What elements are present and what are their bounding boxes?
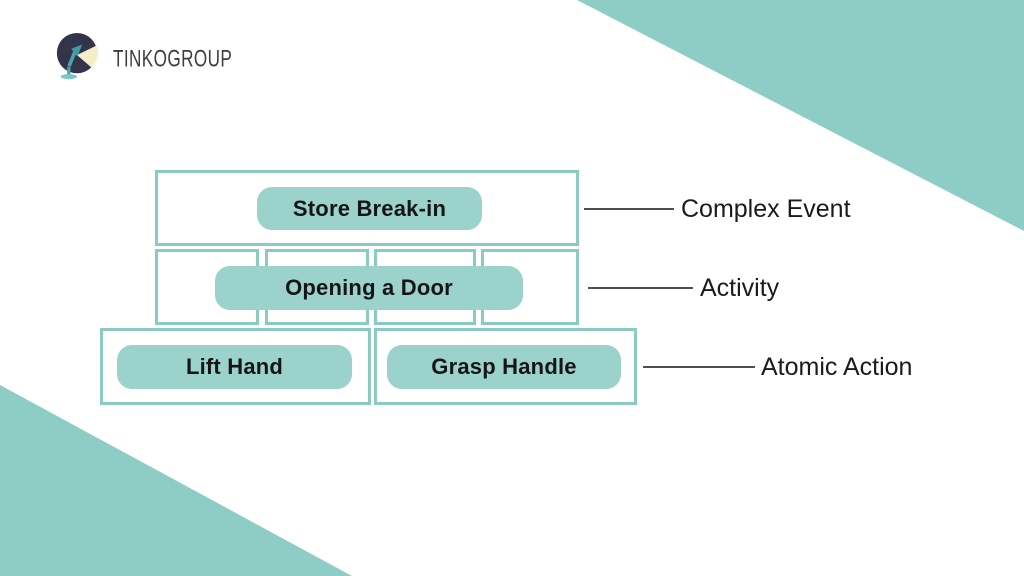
connector-line-atomic-action [643, 366, 755, 368]
level-label-atomic-action: Atomic Action [761, 353, 913, 381]
desk-lamp-icon [53, 30, 101, 87]
node-store-break-in: Store Break-in [257, 187, 482, 230]
level-label-complex-event: Complex Event [681, 195, 851, 223]
connector-line-activity [588, 287, 693, 289]
node-grasp-handle: Grasp Handle [387, 345, 621, 389]
brand-logo: TINKOGROUP [53, 30, 266, 87]
node-opening-a-door: Opening a Door [215, 266, 523, 310]
level-label-activity: Activity [700, 274, 780, 302]
connector-line-complex-event [584, 208, 674, 210]
brand-name: TINKOGROUP [113, 44, 233, 72]
node-lift-hand: Lift Hand [117, 345, 352, 389]
